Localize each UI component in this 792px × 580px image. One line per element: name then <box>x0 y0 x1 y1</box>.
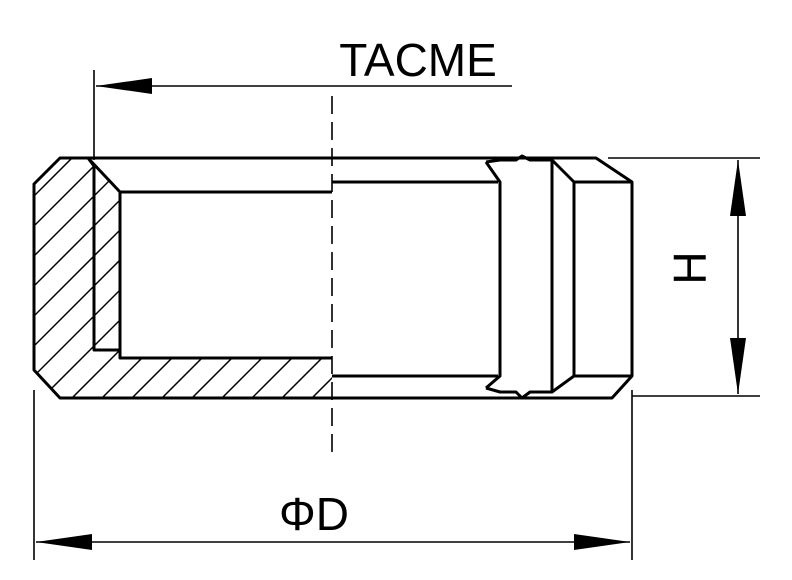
diameter-label: ΦD <box>279 488 349 540</box>
diameter-arrow-left-icon <box>36 534 92 550</box>
right-bore <box>332 180 498 378</box>
section-hatching <box>34 158 332 398</box>
thread-arrow-icon <box>96 78 152 94</box>
height-arrow-down-icon <box>730 338 746 394</box>
left-bore <box>86 156 332 360</box>
height-arrow-up-icon <box>730 160 746 216</box>
part-outline <box>32 156 634 400</box>
thread-label: TACME <box>339 34 497 86</box>
groove <box>484 154 632 400</box>
thread-dimension: TACME <box>93 34 512 160</box>
diameter-arrow-right-icon <box>574 534 630 550</box>
height-label: H <box>664 251 716 284</box>
height-dimension: H <box>608 157 760 397</box>
diameter-dimension: ΦD <box>33 390 633 560</box>
